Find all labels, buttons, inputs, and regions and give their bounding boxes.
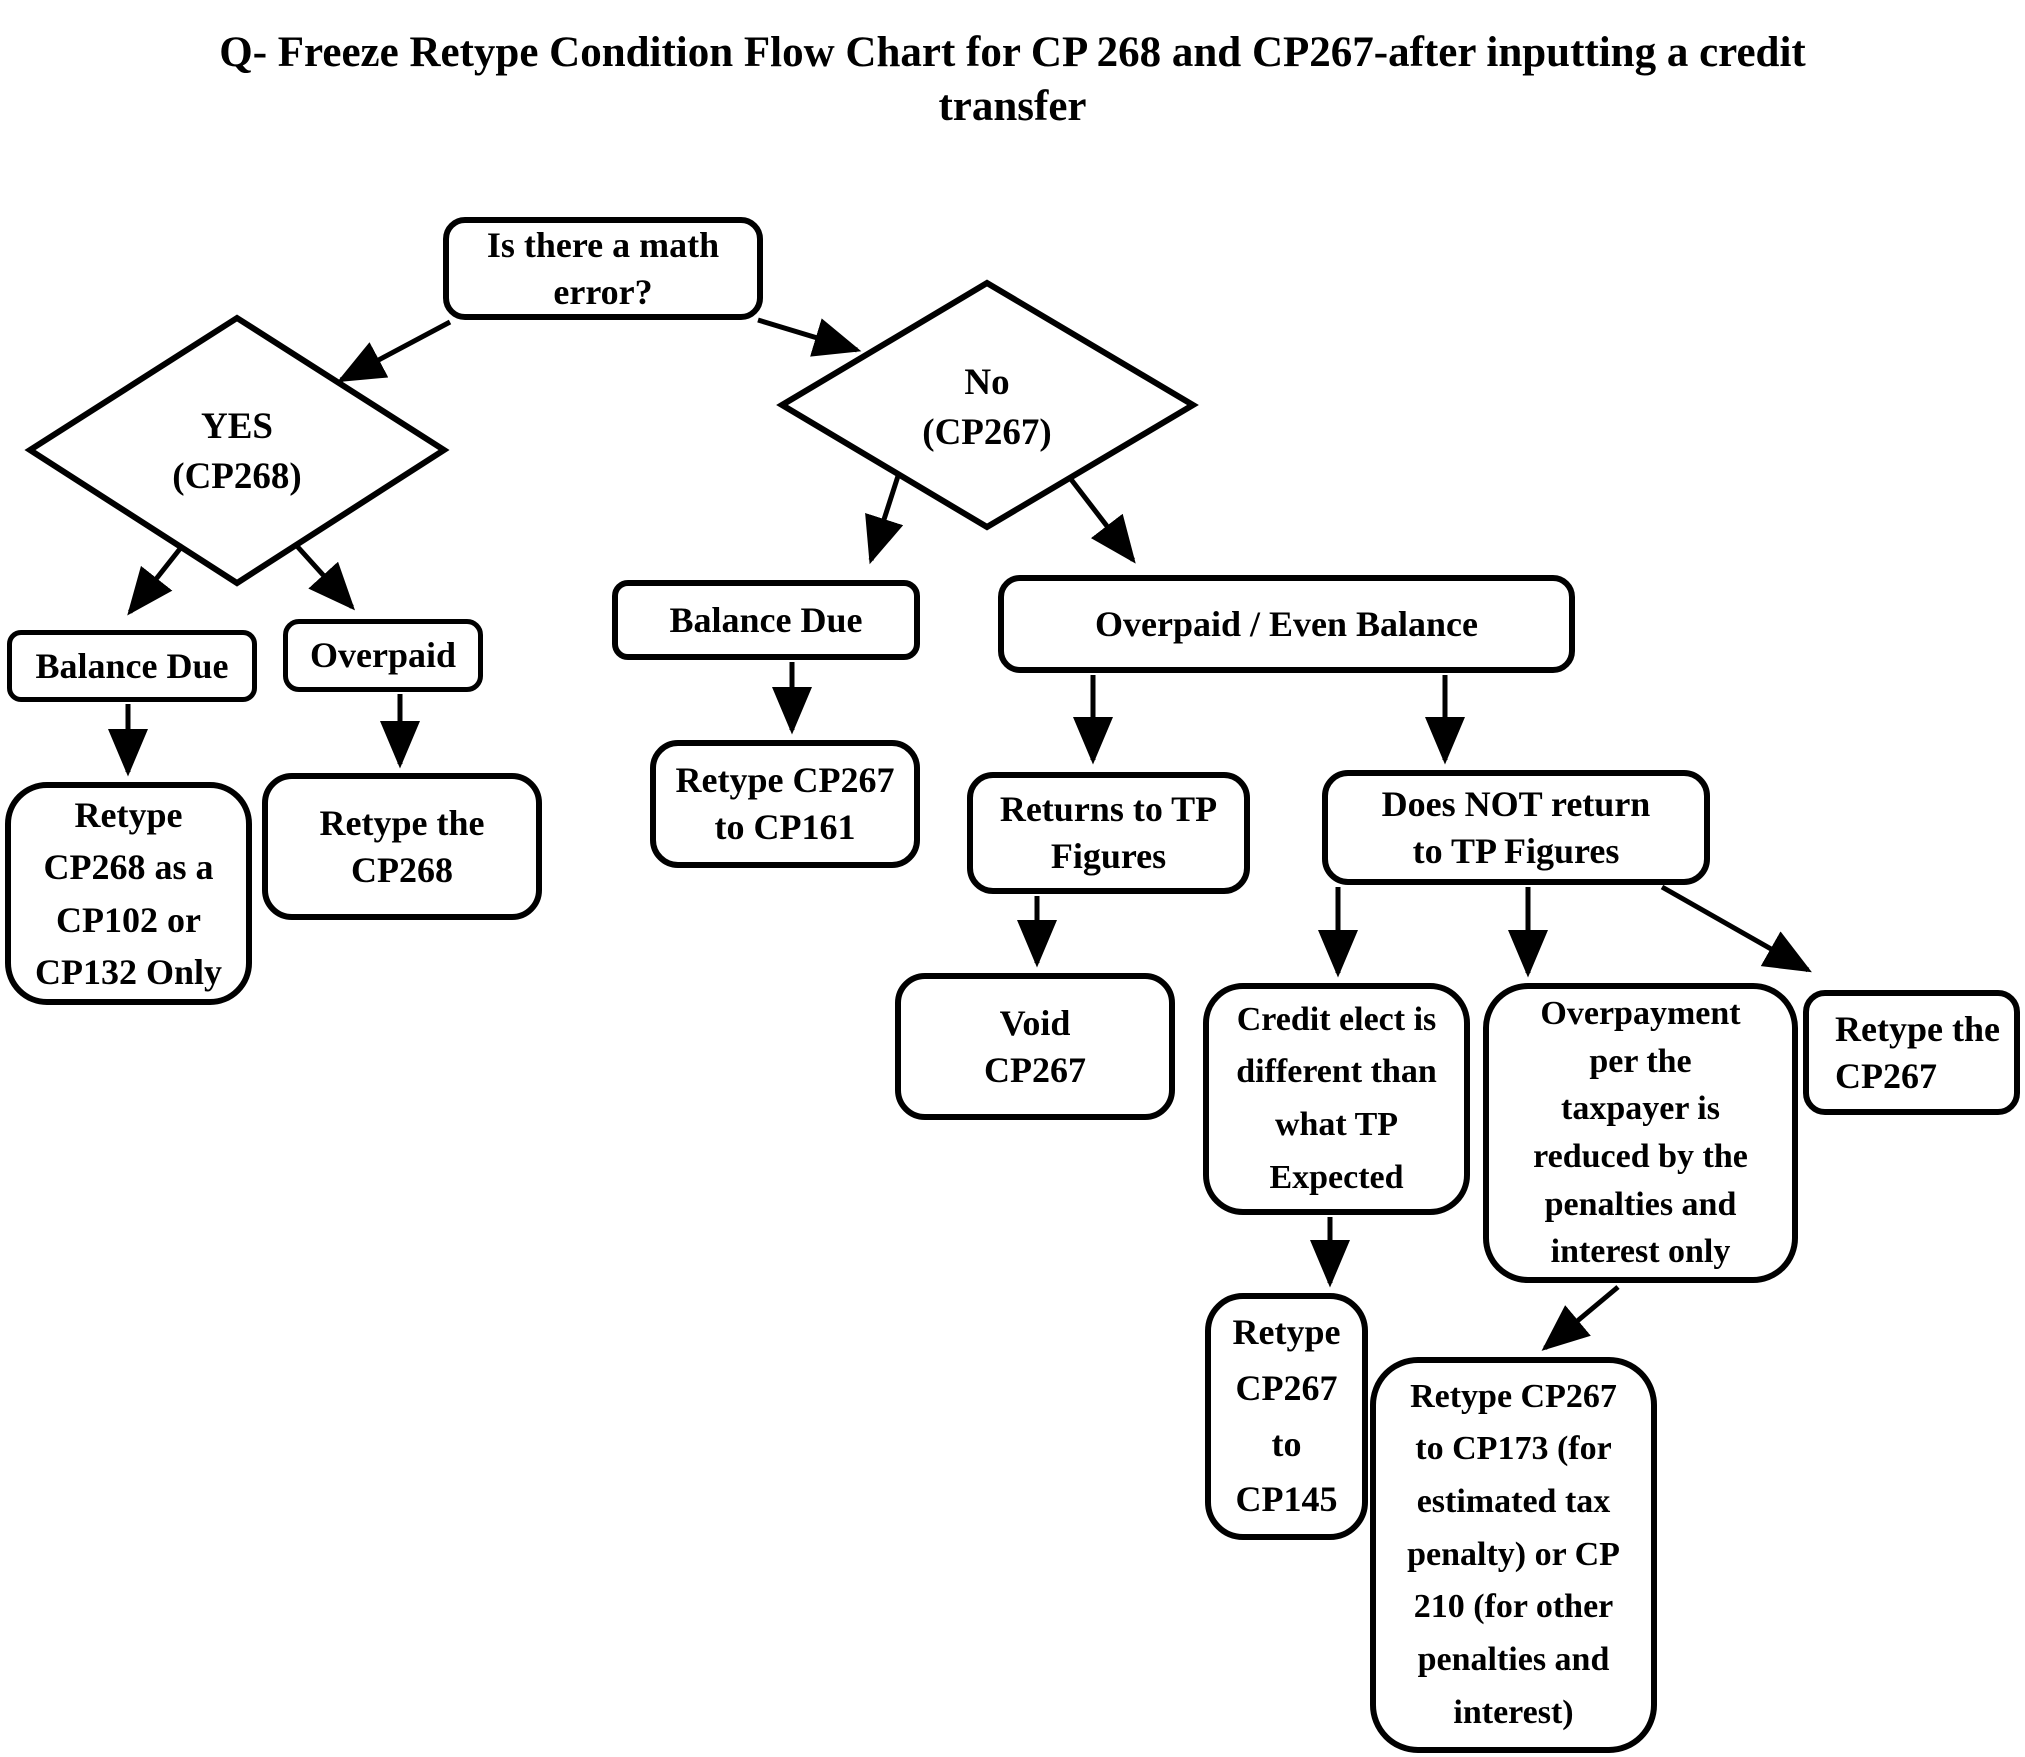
node-retype-cp173: Retype CP267 to CP173 (for estimated tax… [1370,1357,1657,1753]
node-does-not-return: Does NOT return to TP Figures [1322,770,1710,885]
node-math-error: Is there a math error? [443,217,763,320]
node-retype-the-cp267: Retype the CP267 [1803,990,2020,1115]
arrow-matherror-to-no [757,317,862,357]
node-overpayment-reduced: Overpayment per the taxpayer is reduced … [1483,983,1798,1283]
node-retype-cp145: Retype CP267 to CP145 [1205,1293,1368,1540]
node-void-cp267: Void CP267 [895,973,1175,1120]
arrow-yes-to-balancedue [127,543,185,616]
node-balance-due-left: Balance Due [7,630,257,702]
node-overpaid-even-balance: Overpaid / Even Balance [998,575,1575,673]
arrow-matherror-to-yes [337,319,452,383]
node-overpaid-left: Overpaid [283,619,483,692]
arrow-doesnot-to-retypecp267 [1660,884,1812,973]
node-retype-cp267-cp161: Retype CP267 to CP161 [650,740,920,868]
node-credit-elect: Credit elect is different than what TP E… [1203,983,1470,1215]
arrow-overpayment-to-cp173 [1541,1285,1620,1351]
node-balance-due-mid: Balance Due [612,580,920,660]
arrow-no-to-overpaid-even [1068,476,1136,564]
arrow-no-to-balancedue-mid [865,475,904,565]
arrow-yes-to-overpaid [294,543,356,611]
node-retype-cp268-cp102: Retype CP268 as a CP102 or CP132 Only [5,782,252,1005]
page-title: Q- Freeze Retype Condition Flow Chart fo… [219,29,1806,130]
decision-diamond-no [776,279,1199,531]
decision-label-yes: YES (CP268) [172,406,302,497]
node-returns-to-tp-figures: Returns to TP Figures [967,772,1250,894]
decision-diamond-yes [24,314,450,587]
decision-label-no: No (CP267) [922,362,1052,453]
node-retype-the-cp268: Retype the CP268 [262,773,542,920]
